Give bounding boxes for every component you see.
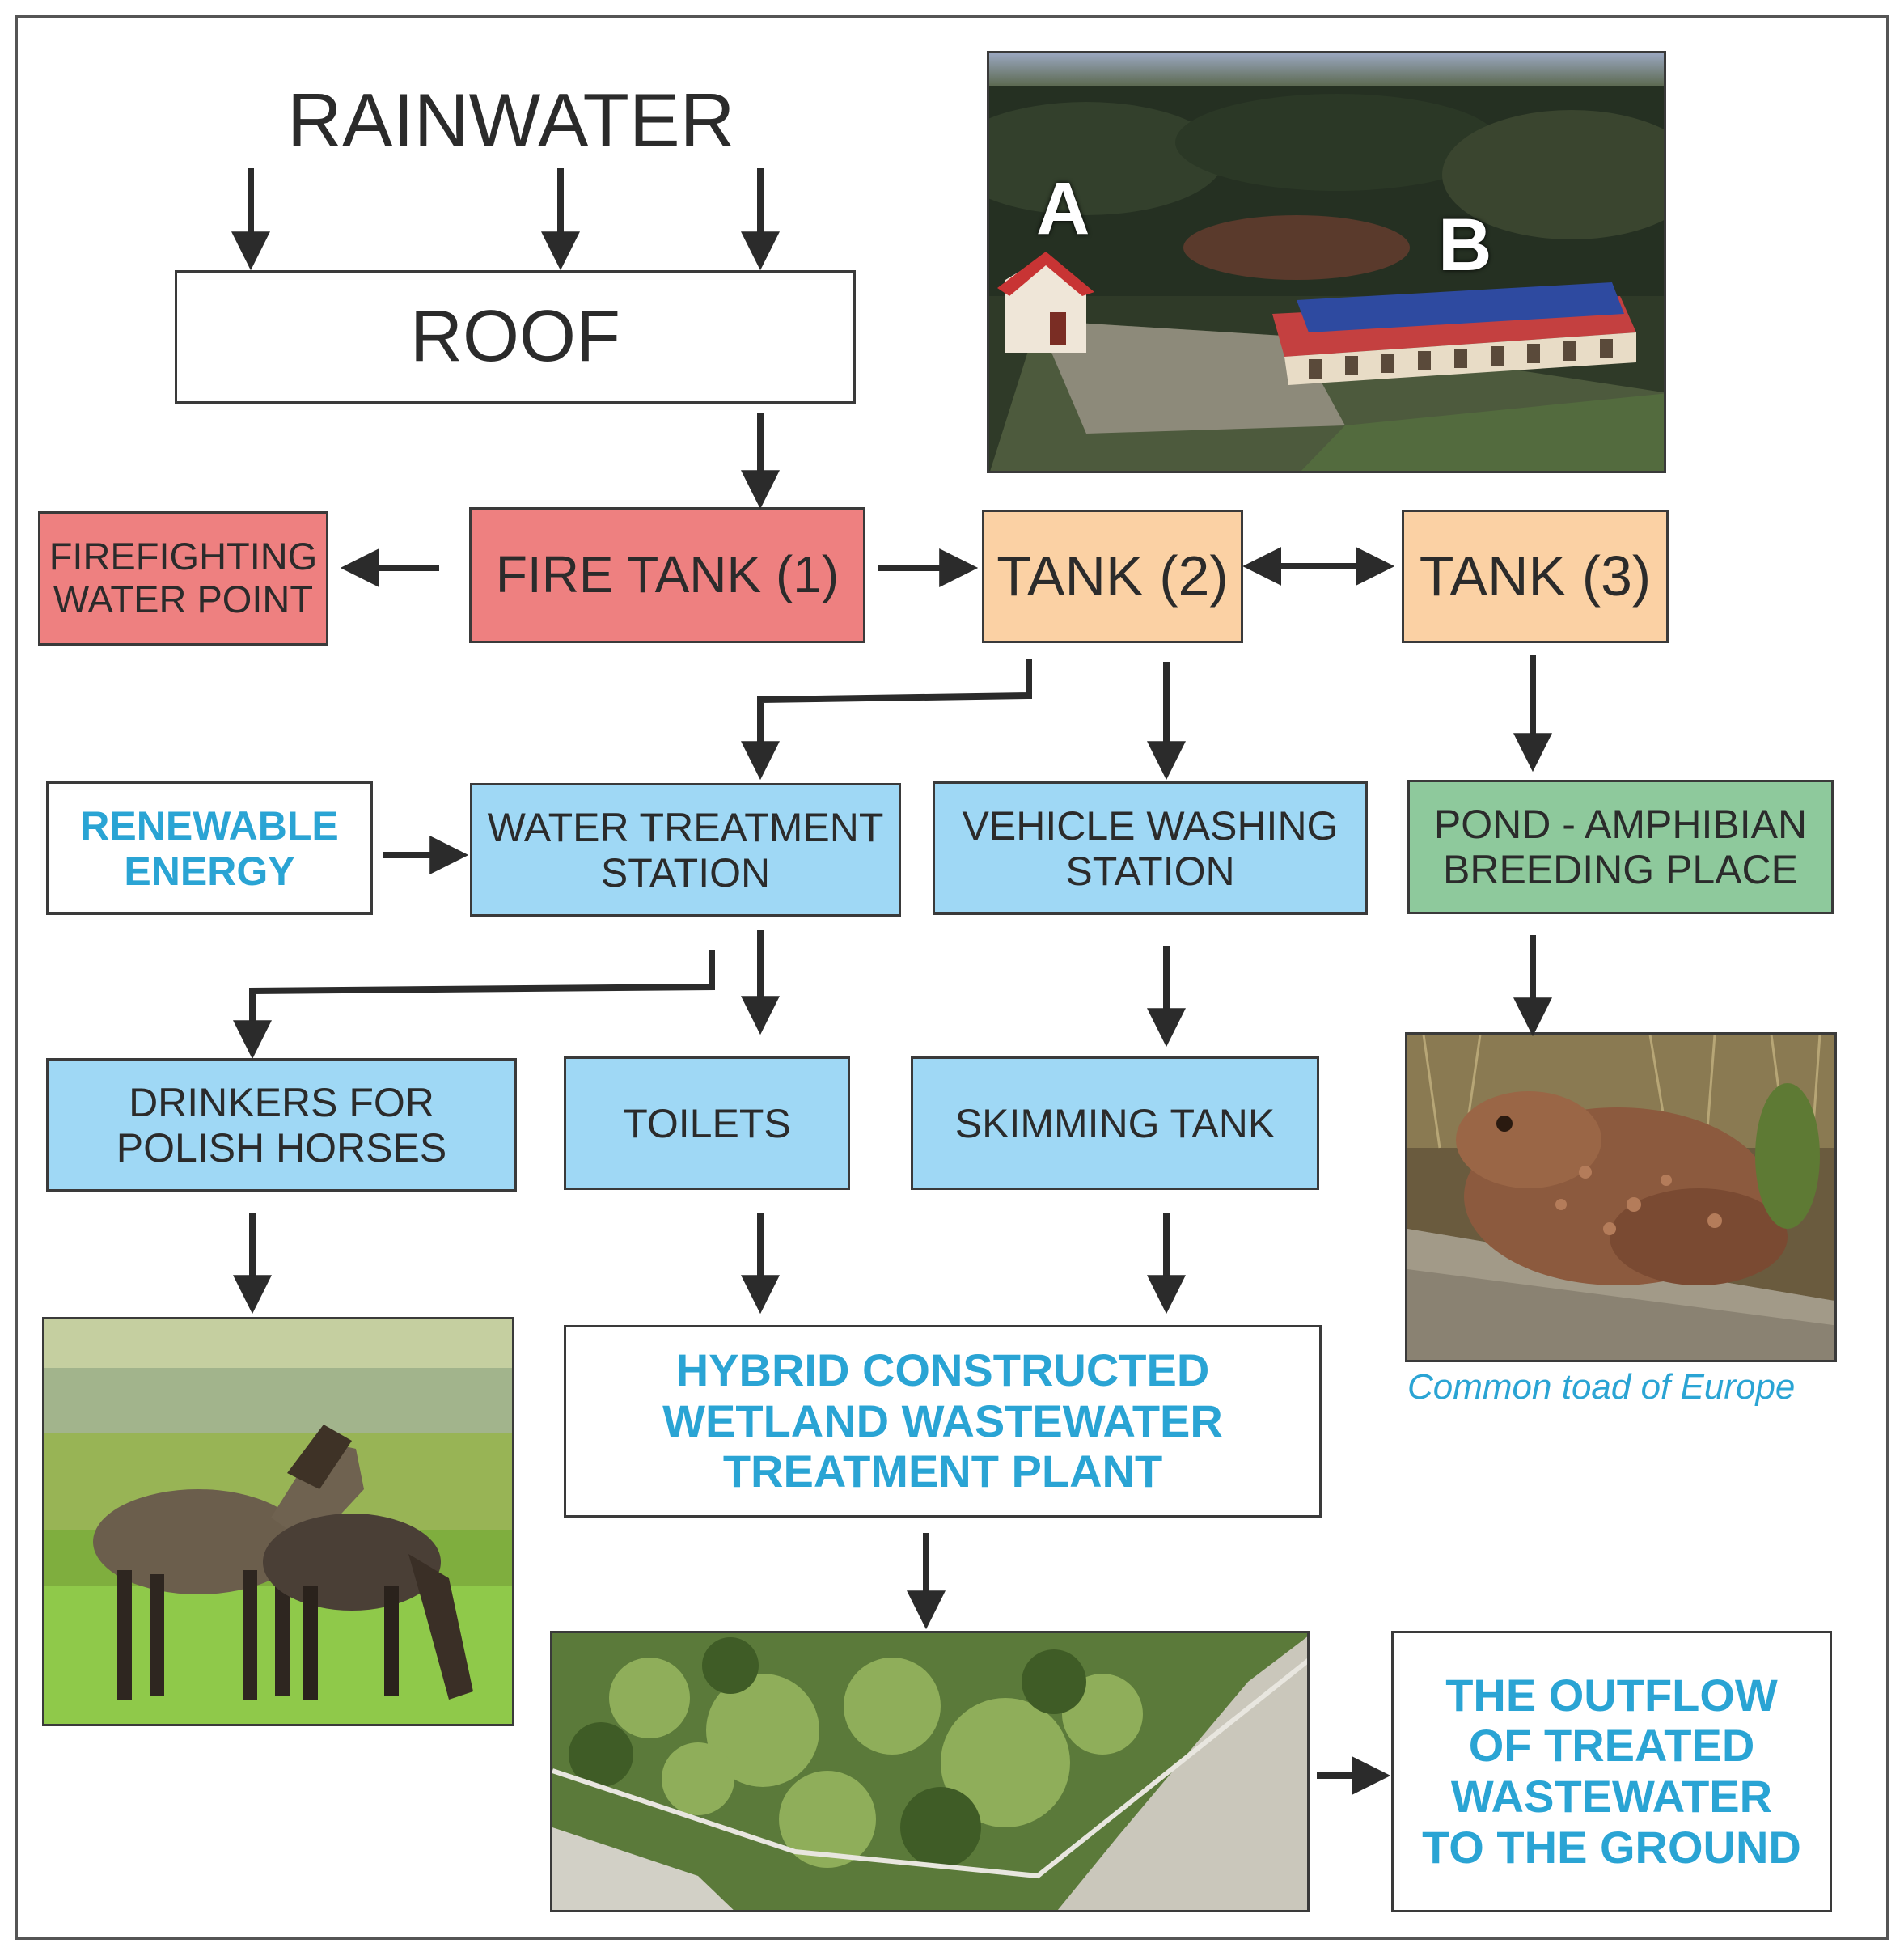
firefighting-line-2: WATER POINT <box>53 578 314 620</box>
firefighting-line-1: FIREFIGHTING <box>49 535 318 578</box>
roof-box: ROOF <box>175 270 856 404</box>
roof-label: ROOF <box>410 296 620 378</box>
renewable-line-2: ENERGY <box>124 848 295 894</box>
outflow-line-3: WASTEWATER <box>1450 1771 1773 1822</box>
fire-tank-label: FIRE TANK (1) <box>495 545 840 604</box>
vehicle-washing-station-box: VEHICLE WASHING STATION <box>933 781 1368 915</box>
pond-amphibian-box: POND - AMPHIBIAN BREEDING PLACE <box>1407 780 1834 914</box>
toilets-label: TOILETS <box>623 1100 791 1146</box>
skimming-tank-label: SKIMMING TANK <box>954 1100 1276 1146</box>
wetland-photo <box>550 1631 1310 1912</box>
tank-2-box: TANK (2) <box>982 510 1243 643</box>
vehicle-washing-line-2: STATION <box>1065 848 1235 894</box>
water-treatment-station-box: WATER TREATMENT STATION <box>470 783 901 917</box>
rainwater-title: RAINWATER <box>287 78 735 163</box>
vehicle-washing-line-1: VEHICLE WASHING <box>962 802 1339 849</box>
pond-line-2: BREEDING PLACE <box>1442 847 1798 892</box>
aerial-photo: A B <box>987 51 1666 473</box>
hybrid-wetland-box: HYBRID CONSTRUCTED WETLAND WASTEWATER TR… <box>564 1325 1322 1518</box>
tank-3-label: TANK (3) <box>1419 544 1652 608</box>
drinkers-line-1: DRINKERS FOR <box>129 1079 434 1125</box>
hybrid-line-3: TREATMENT PLANT <box>722 1446 1163 1497</box>
outflow-box: THE OUTFLOW OF TREATED WASTEWATER TO THE… <box>1391 1631 1832 1912</box>
horses-photo <box>42 1317 514 1726</box>
water-treatment-line-2: STATION <box>600 849 771 895</box>
pond-line-1: POND - AMPHIBIAN <box>1433 802 1808 847</box>
diagram-frame <box>15 15 1889 1940</box>
photo-label-b: B <box>1438 204 1492 286</box>
outflow-line-2: OF TREATED <box>1468 1720 1755 1772</box>
renewable-energy-box: RENEWABLE ENERGY <box>46 781 373 915</box>
arrow-tank2-watertreatment <box>741 659 1032 781</box>
tank-2-label: TANK (2) <box>996 544 1229 608</box>
water-treatment-line-1: WATER TREATMENT <box>487 804 884 850</box>
fire-tank-box: FIRE TANK (1) <box>469 507 865 643</box>
arrow-watertreatment-drinkers <box>233 950 715 1060</box>
tank-3-box: TANK (3) <box>1402 510 1669 643</box>
hybrid-line-1: HYBRID CONSTRUCTED <box>675 1344 1210 1395</box>
toilets-box: TOILETS <box>564 1056 850 1190</box>
outflow-line-4: TO THE GROUND <box>1422 1821 1801 1873</box>
toad-photo <box>1405 1032 1837 1362</box>
drinkers-line-2: POLISH HORSES <box>116 1124 447 1171</box>
outflow-line-1: THE OUTFLOW <box>1445 1669 1778 1721</box>
firefighting-water-point-box: FIREFIGHTING WATER POINT <box>38 511 328 646</box>
drinkers-box: DRINKERS FOR POLISH HORSES <box>46 1058 517 1192</box>
photo-label-a: A <box>1036 167 1090 250</box>
hybrid-line-2: WETLAND WASTEWATER <box>662 1395 1223 1446</box>
skimming-tank-box: SKIMMING TANK <box>911 1056 1319 1190</box>
toad-caption: Common toad of Europe <box>1407 1367 1796 1407</box>
renewable-line-1: RENEWABLE <box>80 802 339 849</box>
